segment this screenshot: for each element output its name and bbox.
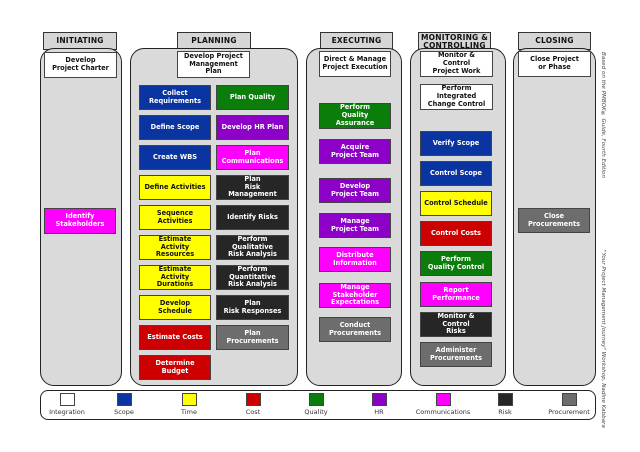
process-identify-stakeholders[interactable]: Identify Stakeholders — [44, 208, 116, 234]
process-monitor-control-project-work[interactable]: Monitor & Control Project Work — [420, 51, 493, 77]
process-estimate-activity-durations[interactable]: Estimate Activity Durations — [139, 265, 211, 290]
credit-note: "Your Project Management Journey" Worksh… — [600, 250, 606, 428]
process-develop-project-management-plan[interactable]: Develop Project Management Plan — [177, 51, 250, 78]
legend-swatch — [245, 393, 261, 406]
process-plan-risk-responses[interactable]: Plan Risk Responses — [216, 295, 289, 320]
process-plan-risk-management[interactable]: Plan Risk Management — [216, 175, 289, 200]
legend-swatch — [435, 393, 451, 406]
process-develop-hr-plan[interactable]: Develop HR Plan — [216, 115, 289, 140]
knowledge-area-legend: Integration Scope Time Cost Quality HR C… — [40, 390, 596, 420]
process-manage-stakeholder-expectations[interactable]: Manage Stakeholder Expectations — [319, 283, 391, 308]
legend-item-risk: Risk — [465, 393, 545, 416]
process-distribute-information[interactable]: Distribute Information — [319, 247, 391, 272]
process-conduct-procurements[interactable]: Conduct Procurements — [319, 317, 391, 342]
legend-swatch — [497, 393, 513, 406]
process-perform-quality-control[interactable]: Perform Quality Control — [420, 251, 492, 276]
process-estimate-activity-resources[interactable]: Estimate Activity Resources — [139, 235, 211, 260]
legend-item-scope: Scope — [84, 393, 164, 416]
process-perform-integrated-change-control[interactable]: Perform Integrated Change Control — [420, 84, 493, 110]
process-verify-scope[interactable]: Verify Scope — [420, 131, 492, 156]
process-acquire-project-team[interactable]: Acquire Project Team — [319, 139, 391, 164]
process-identify-risks[interactable]: Identify Risks — [216, 205, 289, 230]
legend-swatch — [59, 393, 75, 406]
process-develop-schedule[interactable]: Develop Schedule — [139, 295, 211, 320]
process-estimate-costs[interactable]: Estimate Costs — [139, 325, 211, 350]
legend-swatch — [181, 393, 197, 406]
process-control-costs[interactable]: Control Costs — [420, 221, 492, 246]
process-sequence-activities[interactable]: Sequence Activities — [139, 205, 211, 230]
legend-swatch — [308, 393, 324, 406]
process-plan-communications[interactable]: Plan Communications — [216, 145, 289, 170]
process-collect-requirements[interactable]: Collect Requirements — [139, 85, 211, 110]
legend-item-cost: Cost — [213, 393, 293, 416]
legend-item-communications: Communications — [403, 393, 483, 416]
legend-swatch — [561, 393, 577, 406]
process-perform-quality-assurance[interactable]: Perform Quality Assurance — [319, 103, 391, 129]
process-determine-budget[interactable]: Determine Budget — [139, 355, 211, 380]
legend-item-integration: Integration — [27, 393, 107, 416]
process-direct-manage-project-execution[interactable]: Direct & Manage Project Execution — [319, 51, 391, 77]
process-perform-quantitative-risk-analysis[interactable]: Perform Quantitative Risk Analysis — [216, 265, 289, 290]
process-plan-quality[interactable]: Plan Quality — [216, 85, 289, 110]
process-define-activities[interactable]: Define Activities — [139, 175, 211, 200]
legend-swatch — [116, 393, 132, 406]
legend-swatch — [371, 393, 387, 406]
process-manage-project-team[interactable]: Manage Project Team — [319, 213, 391, 238]
process-report-performance[interactable]: Report Performance — [420, 282, 492, 307]
process-monitor-control-risks[interactable]: Monitor & Control Risks — [420, 312, 492, 337]
legend-item-procurement: Procurement — [529, 393, 609, 416]
process-close-project-or-phase[interactable]: Close Project or Phase — [518, 51, 591, 77]
process-develop-project-team[interactable]: Develop Project Team — [319, 178, 391, 203]
process-develop-project-charter[interactable]: Develop Project Charter — [44, 52, 117, 78]
source-note: Based on the PMBOK® Guide, Fourth Editio… — [600, 52, 606, 178]
process-control-scope[interactable]: Control Scope — [420, 161, 492, 186]
process-plan-procurements[interactable]: Plan Procurements — [216, 325, 289, 350]
legend-item-quality: Quality — [276, 393, 356, 416]
process-close-procurements[interactable]: Close Procurements — [518, 208, 590, 233]
process-control-schedule[interactable]: Control Schedule — [420, 191, 492, 216]
legend-item-hr: HR — [339, 393, 419, 416]
legend-item-time: Time — [149, 393, 229, 416]
process-administer-procurements[interactable]: Administer Procurements — [420, 342, 492, 367]
process-perform-qualitative-risk-analysis[interactable]: Perform Qualitative Risk Analysis — [216, 235, 289, 260]
process-create-wbs[interactable]: Create WBS — [139, 145, 211, 170]
process-define-scope[interactable]: Define Scope — [139, 115, 211, 140]
